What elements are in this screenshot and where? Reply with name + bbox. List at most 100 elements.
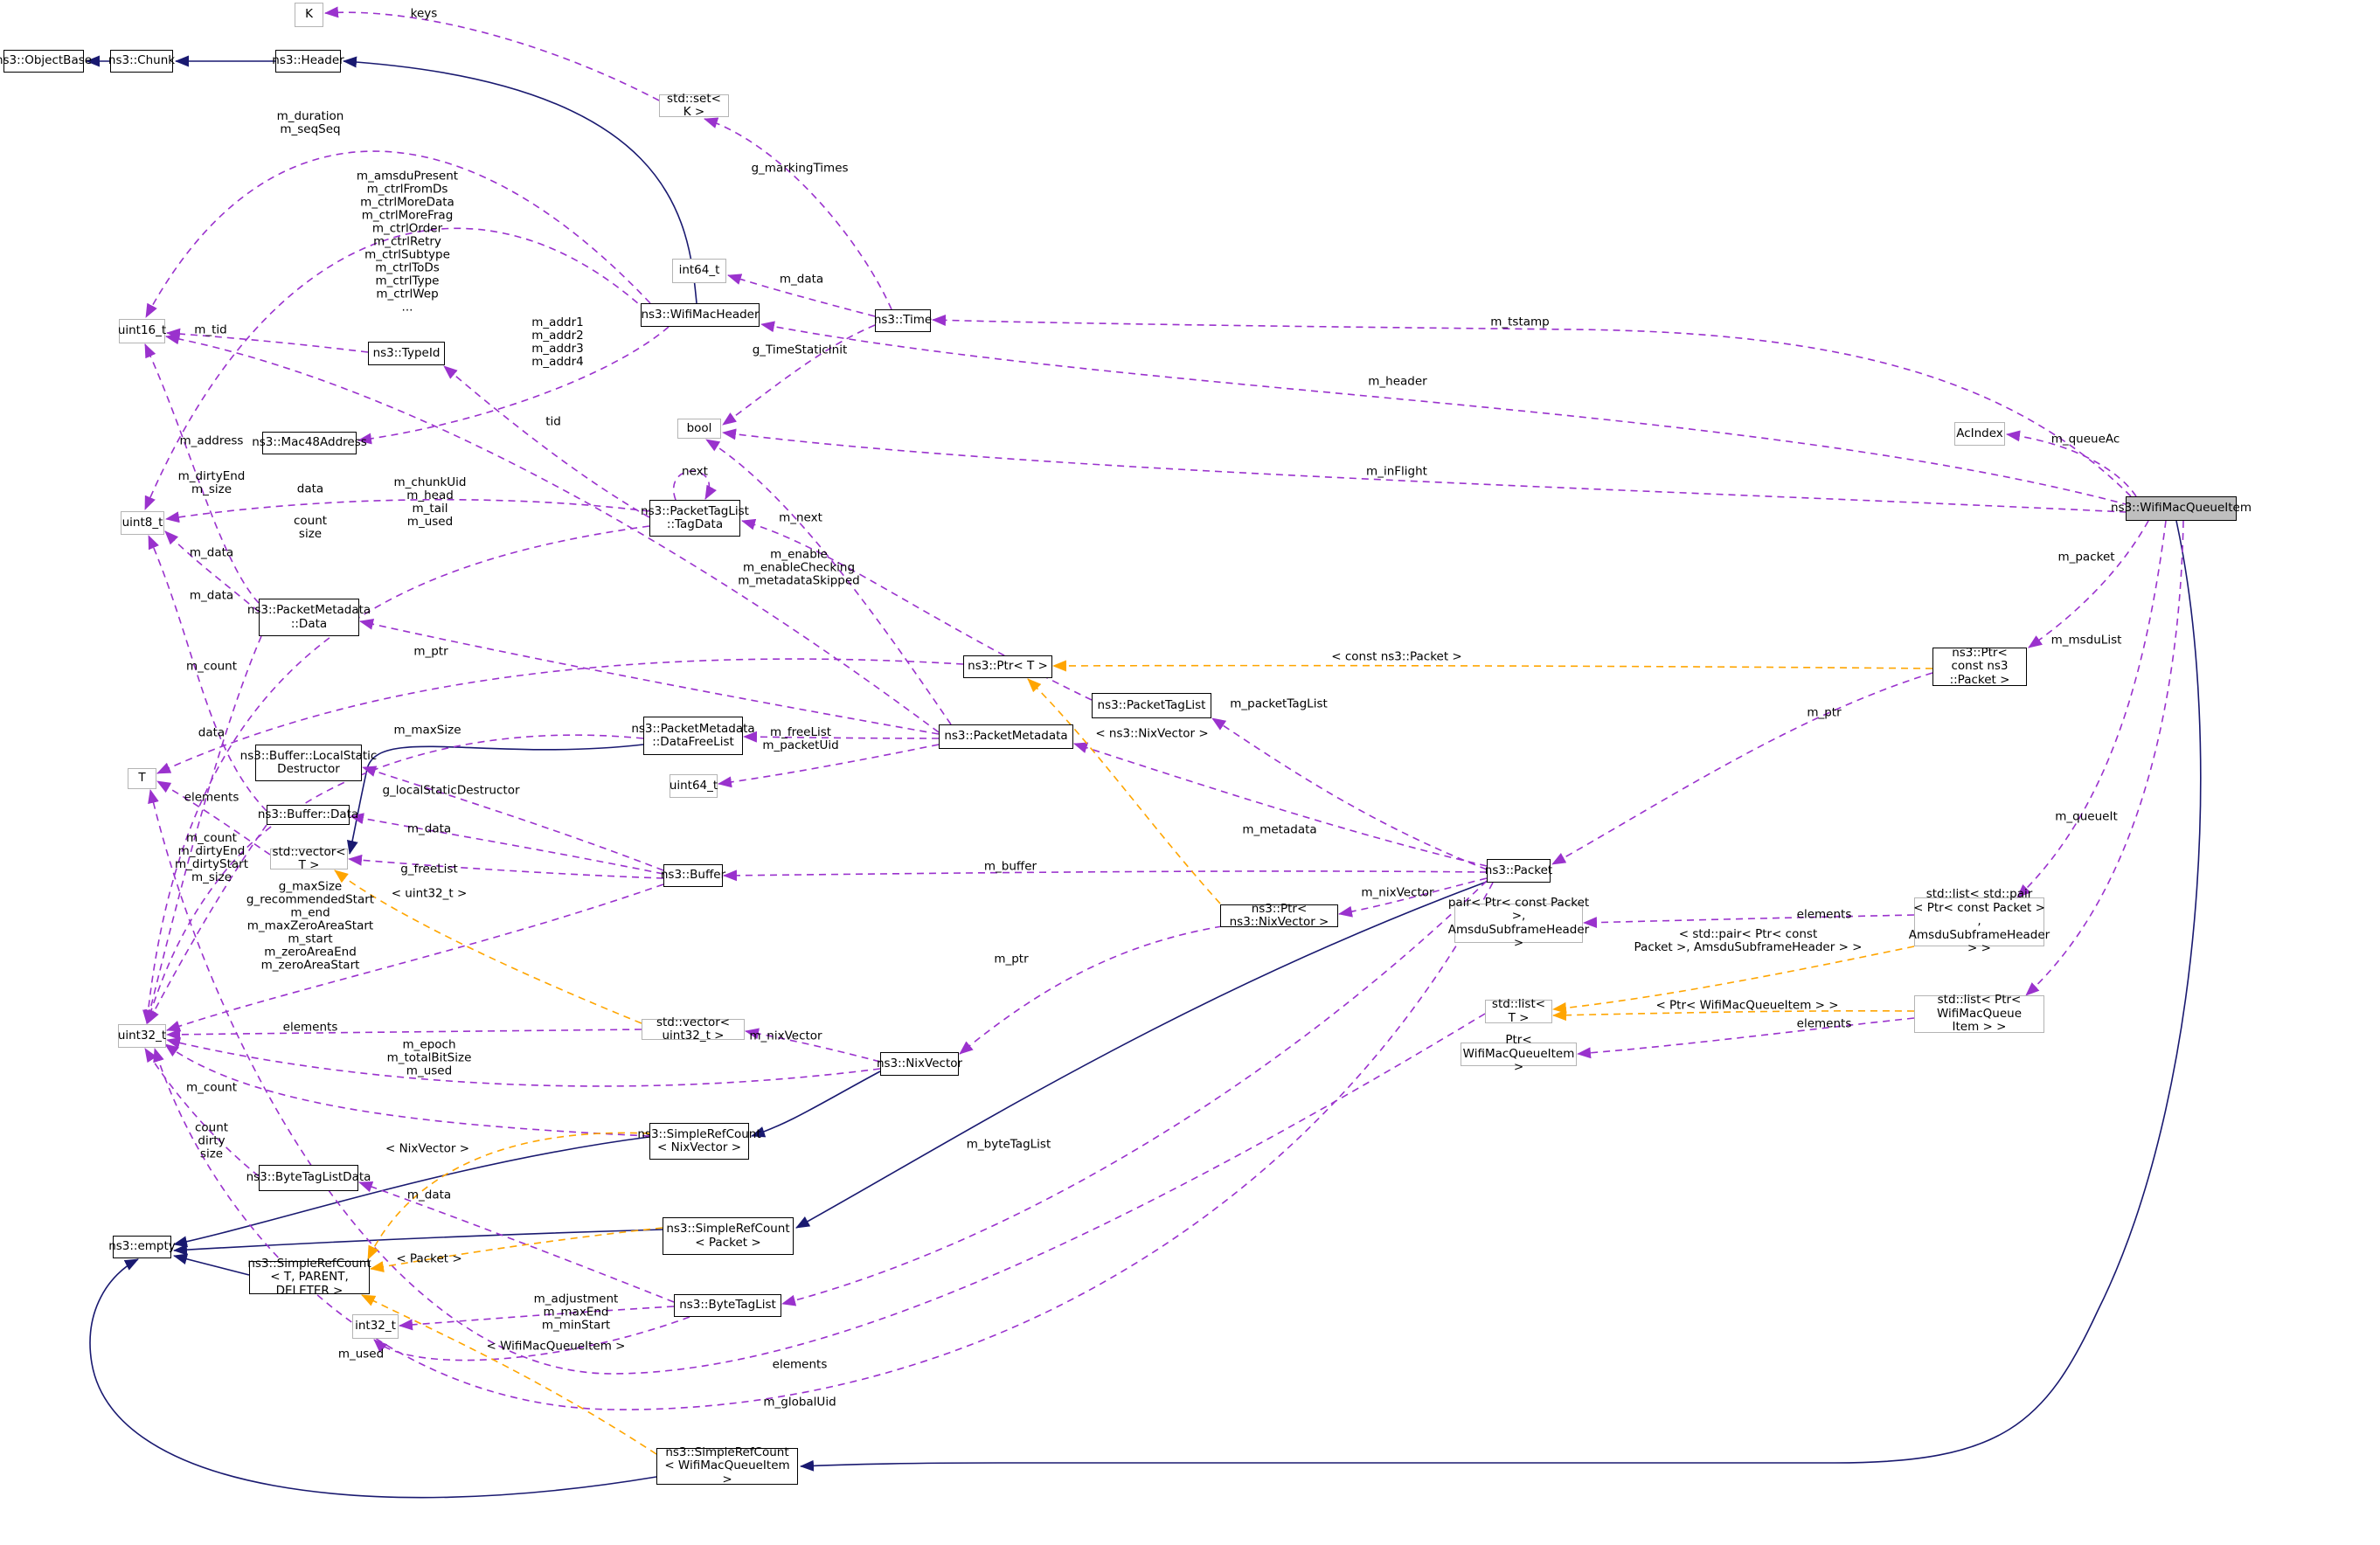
node-t[interactable]: T (128, 768, 156, 789)
edge-wmqi-to-time (932, 314, 2132, 497)
edge-label-packet: < Packet > (396, 1251, 462, 1266)
node-src_nix[interactable]: ns3::SimpleRefCount < NixVector > (637, 1123, 761, 1160)
edge-wmqi-to-list_pair (2016, 520, 2167, 898)
node-packetmetadata[interactable]: ns3::PacketMetadata (939, 724, 1073, 749)
edge-label-count: count size (293, 514, 328, 541)
edge-label-m_data: m_data (779, 272, 824, 287)
edge-label-m_data: m_data (189, 588, 234, 603)
edge-label-m_addr1: m_addr1 m_addr2 m_addr3 m_addr4 (531, 315, 584, 369)
edge-time-to-bool (722, 324, 876, 426)
node-src_tpd[interactable]: ns3::SimpleRefCount < T, PARENT, DELETER… (247, 1256, 371, 1298)
edge-nixvector-to-uint32 (166, 1037, 881, 1087)
node-ptr_t[interactable]: ns3::Ptr< T > (963, 655, 1052, 678)
edge-packetmetadata-to-uint64 (718, 744, 940, 788)
node-pmdata[interactable]: ns3::PacketMetadata ::Data (247, 599, 371, 636)
edge-label-m_next: m_next (779, 510, 822, 525)
node-chunk[interactable]: ns3::Chunk (108, 50, 175, 73)
node-btld[interactable]: ns3::ByteTagListData (246, 1165, 371, 1191)
edge-vector_u32-to-uint32 (166, 1029, 642, 1041)
edge-label-m_packet: m_packet (2057, 550, 2115, 565)
edge-nixvector-to-src_nix (751, 1070, 881, 1138)
node-wifimacheader[interactable]: ns3::WifiMacHeader (641, 303, 760, 327)
node-int32[interactable]: int32_t (352, 1314, 399, 1339)
edge-label-m_address: m_address (179, 433, 244, 448)
node-list_t[interactable]: std::list< T > (1485, 997, 1552, 1024)
edge-vector_t-to-t (156, 780, 271, 856)
node-acindex[interactable]: AcIndex (1954, 422, 2005, 446)
edge-src_packet-to-empty (173, 1229, 663, 1256)
node-vector_t[interactable]: std::vector< T > (270, 845, 348, 872)
node-uint16[interactable]: uint16_t (118, 319, 166, 343)
edge-label-g_timestaticinit: g_TimeStaticInit (752, 343, 848, 357)
node-set_k[interactable]: std::set< K > (659, 92, 729, 119)
edge-wmqi-to-bool (722, 428, 2127, 513)
edge-ptr_const_packet-to-ptr_t (1052, 660, 1933, 672)
node-nixvector[interactable]: ns3::NixVector (877, 1052, 962, 1076)
edge-label-elements: elements (772, 1357, 828, 1372)
node-packettaglist[interactable]: ns3::PacketTagList (1092, 693, 1211, 718)
edge-tagdata-to-uint8 (165, 498, 650, 523)
edge-label-m_used: m_used (337, 1347, 385, 1361)
edge-time-to-set_k (704, 117, 892, 310)
node-uint64[interactable]: uint64_t (670, 774, 718, 798)
edge-src_packet-to-src_tpd (370, 1227, 663, 1272)
node-wmqi[interactable]: ns3::WifiMacQueueItem (2111, 496, 2252, 521)
edge-label-count: count dirty size (194, 1120, 229, 1161)
edge-label-data: data (198, 725, 226, 740)
edge-datafreelist-to-vector_t (346, 744, 644, 855)
node-objectbase[interactable]: ns3::ObjectBase (0, 50, 92, 73)
node-datafreelist[interactable]: ns3::PacketMetadata ::DataFreeList (631, 717, 755, 755)
edge-label-tid: tid (545, 414, 561, 429)
node-time[interactable]: ns3::Time (874, 309, 932, 332)
node-packet[interactable]: ns3::Packet (1485, 859, 1552, 883)
edge-label-m_data: m_data (406, 1188, 452, 1202)
edge-vector_u32-to-vector_t (334, 869, 642, 1024)
node-buffer[interactable]: ns3::Buffer (661, 864, 725, 887)
node-pair_box[interactable]: pair< Ptr< const Packet >, AmsduSubframe… (1447, 895, 1590, 950)
node-list_ptr_wmqi[interactable]: std::list< Ptr< WifiMacQueue Item > > (1914, 994, 2044, 1034)
edge-label-m_count: m_count (186, 1080, 237, 1095)
node-int64[interactable]: int64_t (672, 259, 726, 283)
node-ptr_wmqi[interactable]: Ptr< WifiMacQueueItem > (1461, 1034, 1577, 1074)
edge-label-m_header: m_header (1368, 374, 1427, 389)
edge-wmqi-to-ptr_const_packet (2028, 520, 2149, 648)
edge-label-m_inflight: m_inFlight (1366, 464, 1427, 479)
node-bool[interactable]: bool (677, 419, 721, 439)
node-bufferdata[interactable]: ns3::Buffer::Data (258, 805, 358, 825)
edge-src_nix-to-src_tpd (367, 1132, 650, 1260)
node-typeid[interactable]: ns3::TypeId (368, 342, 445, 365)
edge-pmdata-to-uint8 (164, 530, 260, 613)
edge-label-m_nixvector: m_nixVector (1361, 885, 1434, 900)
edge-label-g_localstaticdestructor: g_localStaticDestructor (382, 783, 520, 798)
edge-buffer-to-vector_t (348, 854, 664, 879)
node-ptr_const_packet[interactable]: ns3::Ptr< const ns3 ::Packet > (1932, 646, 2027, 687)
edge-label-m_ptr: m_ptr (1807, 705, 1842, 720)
edge-src_tpd-to-empty (173, 1253, 250, 1276)
node-uint32[interactable]: uint32_t (118, 1024, 166, 1048)
edge-tagdata-to-typeid (443, 365, 650, 518)
edge-buffer-to-uint32 (166, 883, 664, 1032)
node-list_pair[interactable]: std::list< std::pair < Ptr< const Packet… (1908, 887, 2050, 956)
edge-src_nix-to-empty (173, 1136, 650, 1248)
node-uint8[interactable]: uint8_t (121, 511, 164, 535)
node-bytetaglist[interactable]: ns3::ByteTagList (674, 1294, 781, 1317)
node-src_wmqi[interactable]: ns3::SimpleRefCount < WifiMacQueueItem > (656, 1445, 798, 1486)
node-vector_u32[interactable]: std::vector< uint32_t > (642, 1015, 745, 1043)
node-mac48[interactable]: ns3::Mac48Address (252, 432, 367, 454)
node-ptr_nix[interactable]: ns3::Ptr< ns3::NixVector > (1220, 902, 1338, 929)
edge-label-m_metadata: m_metadata (1242, 822, 1317, 837)
node-header[interactable]: ns3::Header (272, 50, 344, 73)
node-k[interactable]: K (295, 3, 323, 27)
edge-label-keys: keys (410, 6, 438, 21)
edge-label-elements: elements (1796, 1016, 1852, 1031)
node-localstatic[interactable]: ns3::Buffer::LocalStatic Destructor (240, 745, 377, 781)
edge-label-stdpairptrconst: < std::pair< Ptr< const Packet >, AmsduS… (1634, 927, 1863, 954)
node-src_packet[interactable]: ns3::SimpleRefCount < Packet > (663, 1217, 794, 1255)
edge-label-m_msdulist: m_msduList (2050, 633, 2122, 648)
edge-bytetaglist-to-int32 (373, 1316, 690, 1361)
node-empty[interactable]: ns3::empty (108, 1236, 176, 1258)
edge-label-m_amsdupresent: m_amsduPresent m_ctrlFromDs m_ctrlMoreDa… (356, 169, 459, 315)
edge-label-ptrwifimacqueueitem: < Ptr< WifiMacQueueItem > > (1655, 998, 1839, 1013)
edge-label-m_queueit: m_queueIt (2055, 809, 2118, 824)
node-tagdata[interactable]: ns3::PacketTagList ::TagData (641, 500, 749, 537)
